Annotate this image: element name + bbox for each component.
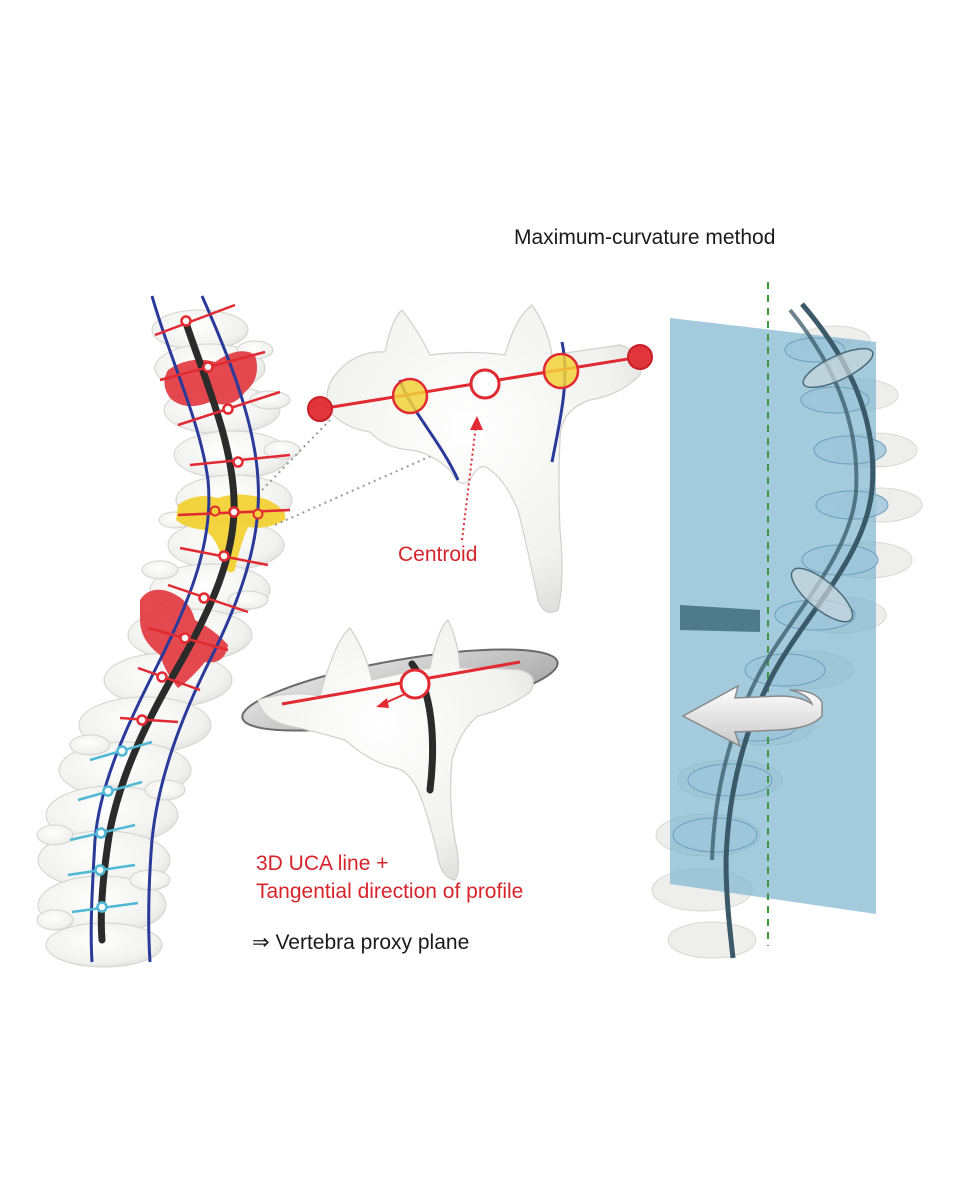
plane-disc-lower	[790, 567, 854, 623]
yellow-markers	[209, 505, 264, 520]
centroid-pointer-line	[461, 424, 477, 541]
uca-line-1: 3D UCA line +	[256, 852, 389, 875]
centroid-marker	[469, 368, 501, 400]
tangent-arrowhead	[376, 698, 389, 708]
zoom-end-marker-right	[627, 344, 653, 370]
left-spine	[36, 295, 301, 968]
rotation-arrow-back	[680, 605, 760, 632]
rotation-arrow	[681, 684, 823, 748]
implies-arrow-icon: ⇒	[252, 931, 270, 954]
zoom-yellow-marker-right	[542, 352, 580, 390]
centroid-pointer-arrowhead	[470, 416, 483, 430]
zoom-connector-lines	[261, 367, 631, 526]
cyan-markers	[94, 745, 128, 913]
disc-center-marker	[399, 668, 431, 700]
uca-line-2: Tangential direction of profile	[256, 880, 524, 903]
centroid-label: Centroid	[398, 543, 478, 566]
right-spine-panel	[651, 282, 923, 959]
zoom-yellow-marker-left	[391, 377, 429, 415]
proxy-plane-caption: ⇒ Vertebra proxy plane	[252, 930, 469, 955]
plane-curve-a	[723, 302, 876, 959]
proxy-plane-text: Vertebra proxy plane	[275, 931, 470, 954]
zoomed-vertebra-bottom	[241, 619, 559, 881]
plane-disc-upper	[802, 347, 874, 389]
zoomed-vertebra-top	[307, 304, 653, 613]
right-blue-curve	[147, 295, 260, 963]
zoom-end-marker-left	[307, 396, 333, 422]
spine-centerline	[97, 316, 238, 944]
red-markers	[136, 315, 244, 726]
uca-caption: 3D UCA line + Tangential direction of pr…	[256, 850, 523, 906]
method-title: Maximum-curvature method	[514, 226, 776, 249]
